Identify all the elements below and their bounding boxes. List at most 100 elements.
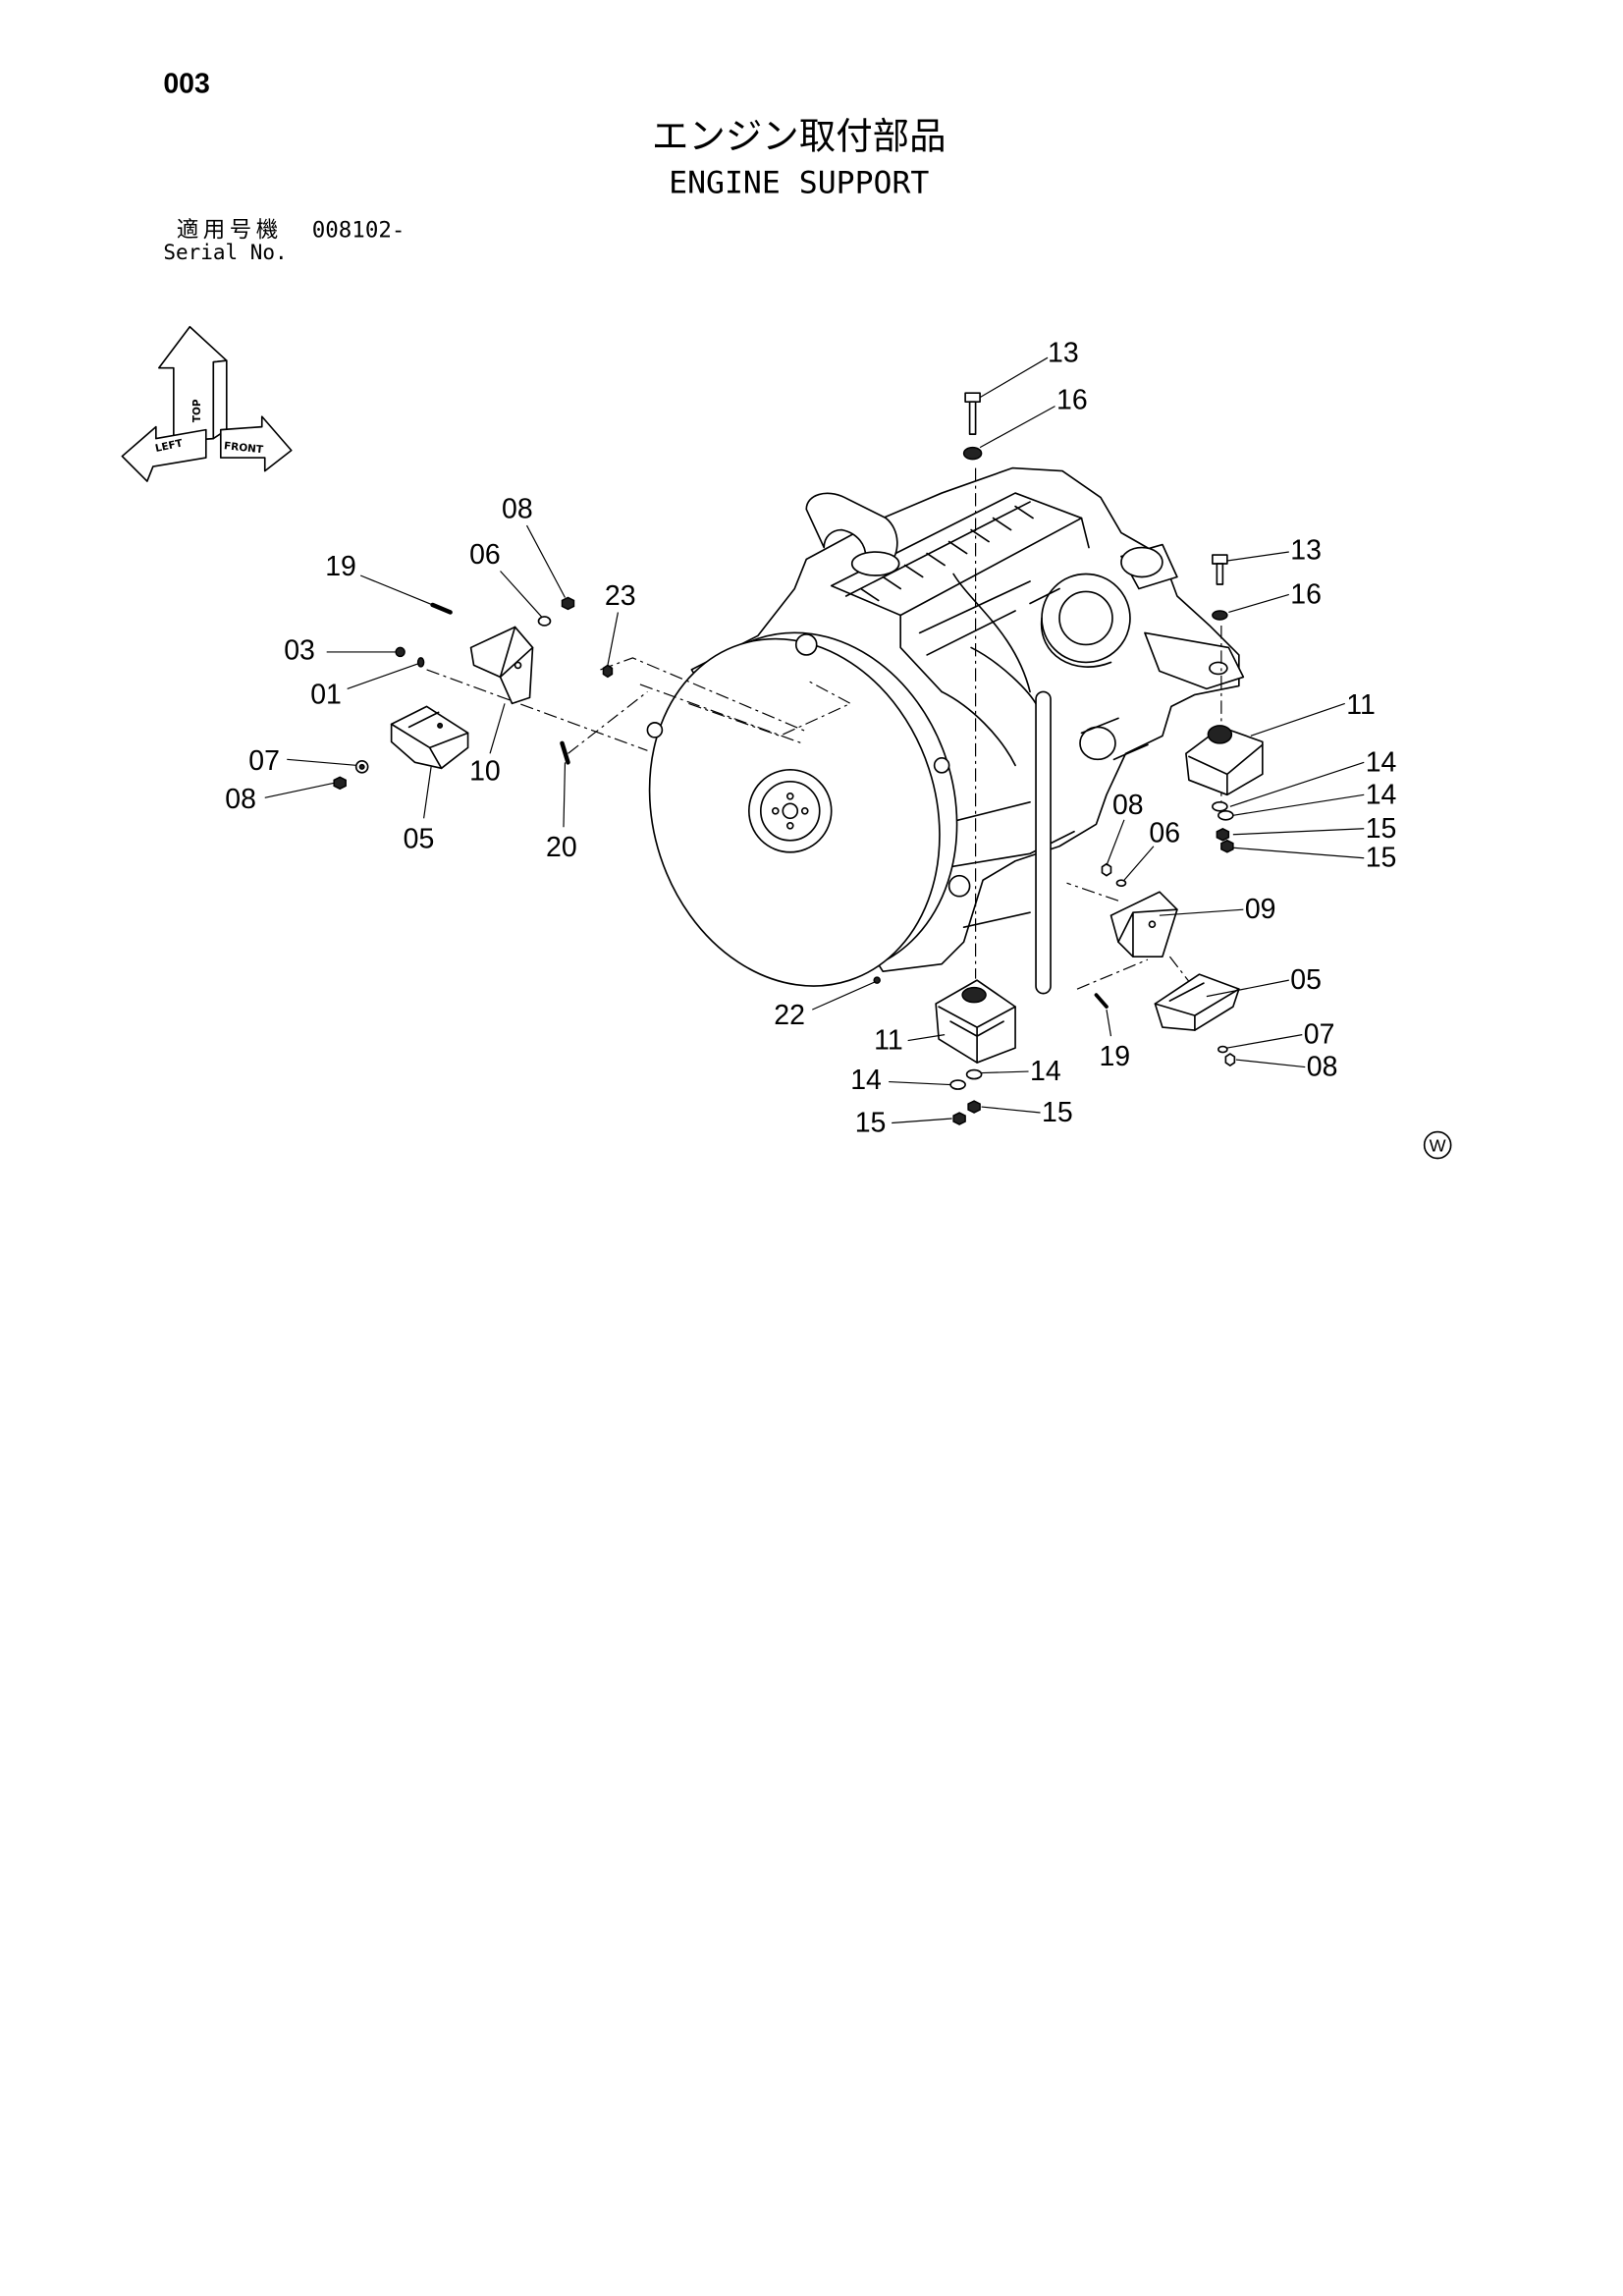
callout-number: 16: [1056, 385, 1088, 416]
callout-number: 06: [1149, 817, 1180, 848]
washer-part: [1212, 800, 1228, 812]
bolt-part: [1212, 554, 1228, 565]
leader-line: [1250, 702, 1345, 737]
washer-part: [1212, 610, 1228, 621]
page-title-english: ENGINE SUPPORT: [669, 165, 929, 200]
callout-number: 03: [284, 634, 315, 666]
callout-number: 09: [1245, 894, 1276, 925]
pin-part: [416, 657, 425, 668]
plug-part: [395, 646, 406, 658]
washer-part: [1115, 879, 1127, 888]
leader-line: [359, 574, 433, 606]
washer-part: [949, 1079, 966, 1090]
callout-number: 11: [874, 1025, 903, 1057]
nut-part: [1216, 827, 1230, 842]
callout-number: 14: [1366, 779, 1397, 810]
callout-number: 16: [1290, 578, 1322, 610]
nut-part: [561, 596, 575, 611]
callout-number: 07: [248, 745, 280, 777]
leader-line: [525, 524, 567, 598]
leader-line: [1226, 1034, 1303, 1049]
leader-line: [347, 663, 418, 689]
callout-number: 13: [1290, 535, 1322, 567]
callout-number: 08: [1307, 1052, 1338, 1083]
engine-assembly-drawing: [646, 466, 1245, 995]
leader-line: [1232, 828, 1365, 836]
leader-line: [1226, 551, 1289, 562]
callout-number: 19: [1099, 1041, 1130, 1072]
callout-number: 07: [1304, 1019, 1335, 1051]
leader-line: [979, 356, 1049, 399]
serial-label-english: Serial No.: [163, 241, 287, 264]
callout-number: 01: [310, 679, 342, 710]
leader-line: [979, 406, 1055, 449]
left-arrow-icon: [121, 425, 207, 482]
stud-part: [560, 740, 570, 765]
washer-part: [962, 446, 983, 461]
bracket-part: [469, 626, 534, 705]
callout-number: 08: [502, 494, 533, 525]
leader-line: [1232, 847, 1365, 859]
bolt-part: [1094, 993, 1109, 1009]
leader-line: [981, 1106, 1041, 1114]
direction-up-label: TOP: [191, 399, 203, 422]
callout-number: 23: [605, 580, 636, 612]
nut-part: [602, 664, 614, 679]
nut-part: [952, 1112, 966, 1125]
leader-line: [1159, 908, 1244, 916]
callout-number: 05: [404, 823, 435, 854]
leader-line: [981, 1070, 1029, 1074]
callout-number: 15: [1366, 813, 1397, 845]
leader-line: [423, 766, 432, 819]
leader-line: [1232, 793, 1365, 816]
callout-number: 10: [469, 755, 501, 787]
callout-number: 14: [850, 1065, 882, 1096]
callout-number: 08: [1112, 790, 1144, 821]
washer-part: [537, 616, 552, 627]
leader-line: [287, 758, 356, 766]
rubber-mount-part: [1154, 973, 1240, 1031]
mark-letter: W: [1430, 1136, 1446, 1156]
serial-number: 008102-: [312, 217, 406, 243]
leader-line: [489, 703, 506, 754]
callout-number: 14: [1366, 746, 1397, 778]
direction-arrows-icon: TOP LEFT FRONT: [121, 325, 293, 482]
leader-line: [1235, 1059, 1306, 1068]
parts: [333, 392, 1264, 1125]
right-arrow-icon: [219, 415, 293, 472]
callout-number: 20: [546, 832, 577, 863]
leader-line: [907, 1034, 946, 1042]
leader-line: [563, 762, 567, 828]
callout-number: 22: [774, 1000, 805, 1031]
leader-line: [1229, 761, 1365, 807]
callout-number: 08: [225, 784, 256, 815]
nut-part: [1224, 1053, 1236, 1066]
leader-line: [812, 981, 876, 1011]
direction-left-label: LEFT: [154, 437, 185, 455]
direction-front-label: FRONT: [223, 440, 264, 456]
nut-part: [1101, 862, 1112, 877]
callout-number: 15: [1366, 843, 1397, 874]
turbocharger: [1041, 573, 1131, 664]
leader-line: [264, 782, 335, 798]
callout-number: 14: [1030, 1056, 1061, 1087]
dipstick-tube: [1035, 690, 1052, 995]
callout-number: 13: [1048, 338, 1079, 369]
rubber-mount-part: [390, 705, 469, 770]
callout-number: 19: [325, 551, 356, 582]
circled-w-mark: W: [1423, 1130, 1452, 1160]
leader-line: [1106, 819, 1125, 866]
callout-number: 11: [1346, 689, 1376, 721]
leader-line: [1206, 979, 1289, 998]
leader-line: [1228, 593, 1289, 614]
leader-line: [892, 1118, 952, 1124]
callout-number: 15: [1042, 1097, 1073, 1128]
callout-number: 05: [1290, 964, 1322, 996]
nut-part: [333, 776, 347, 791]
leader-line: [1106, 1010, 1112, 1037]
page-number: 003: [163, 68, 209, 99]
callout-number: 06: [469, 539, 501, 571]
rubber-mount-part: [935, 979, 1016, 1064]
leader-line: [889, 1080, 951, 1086]
